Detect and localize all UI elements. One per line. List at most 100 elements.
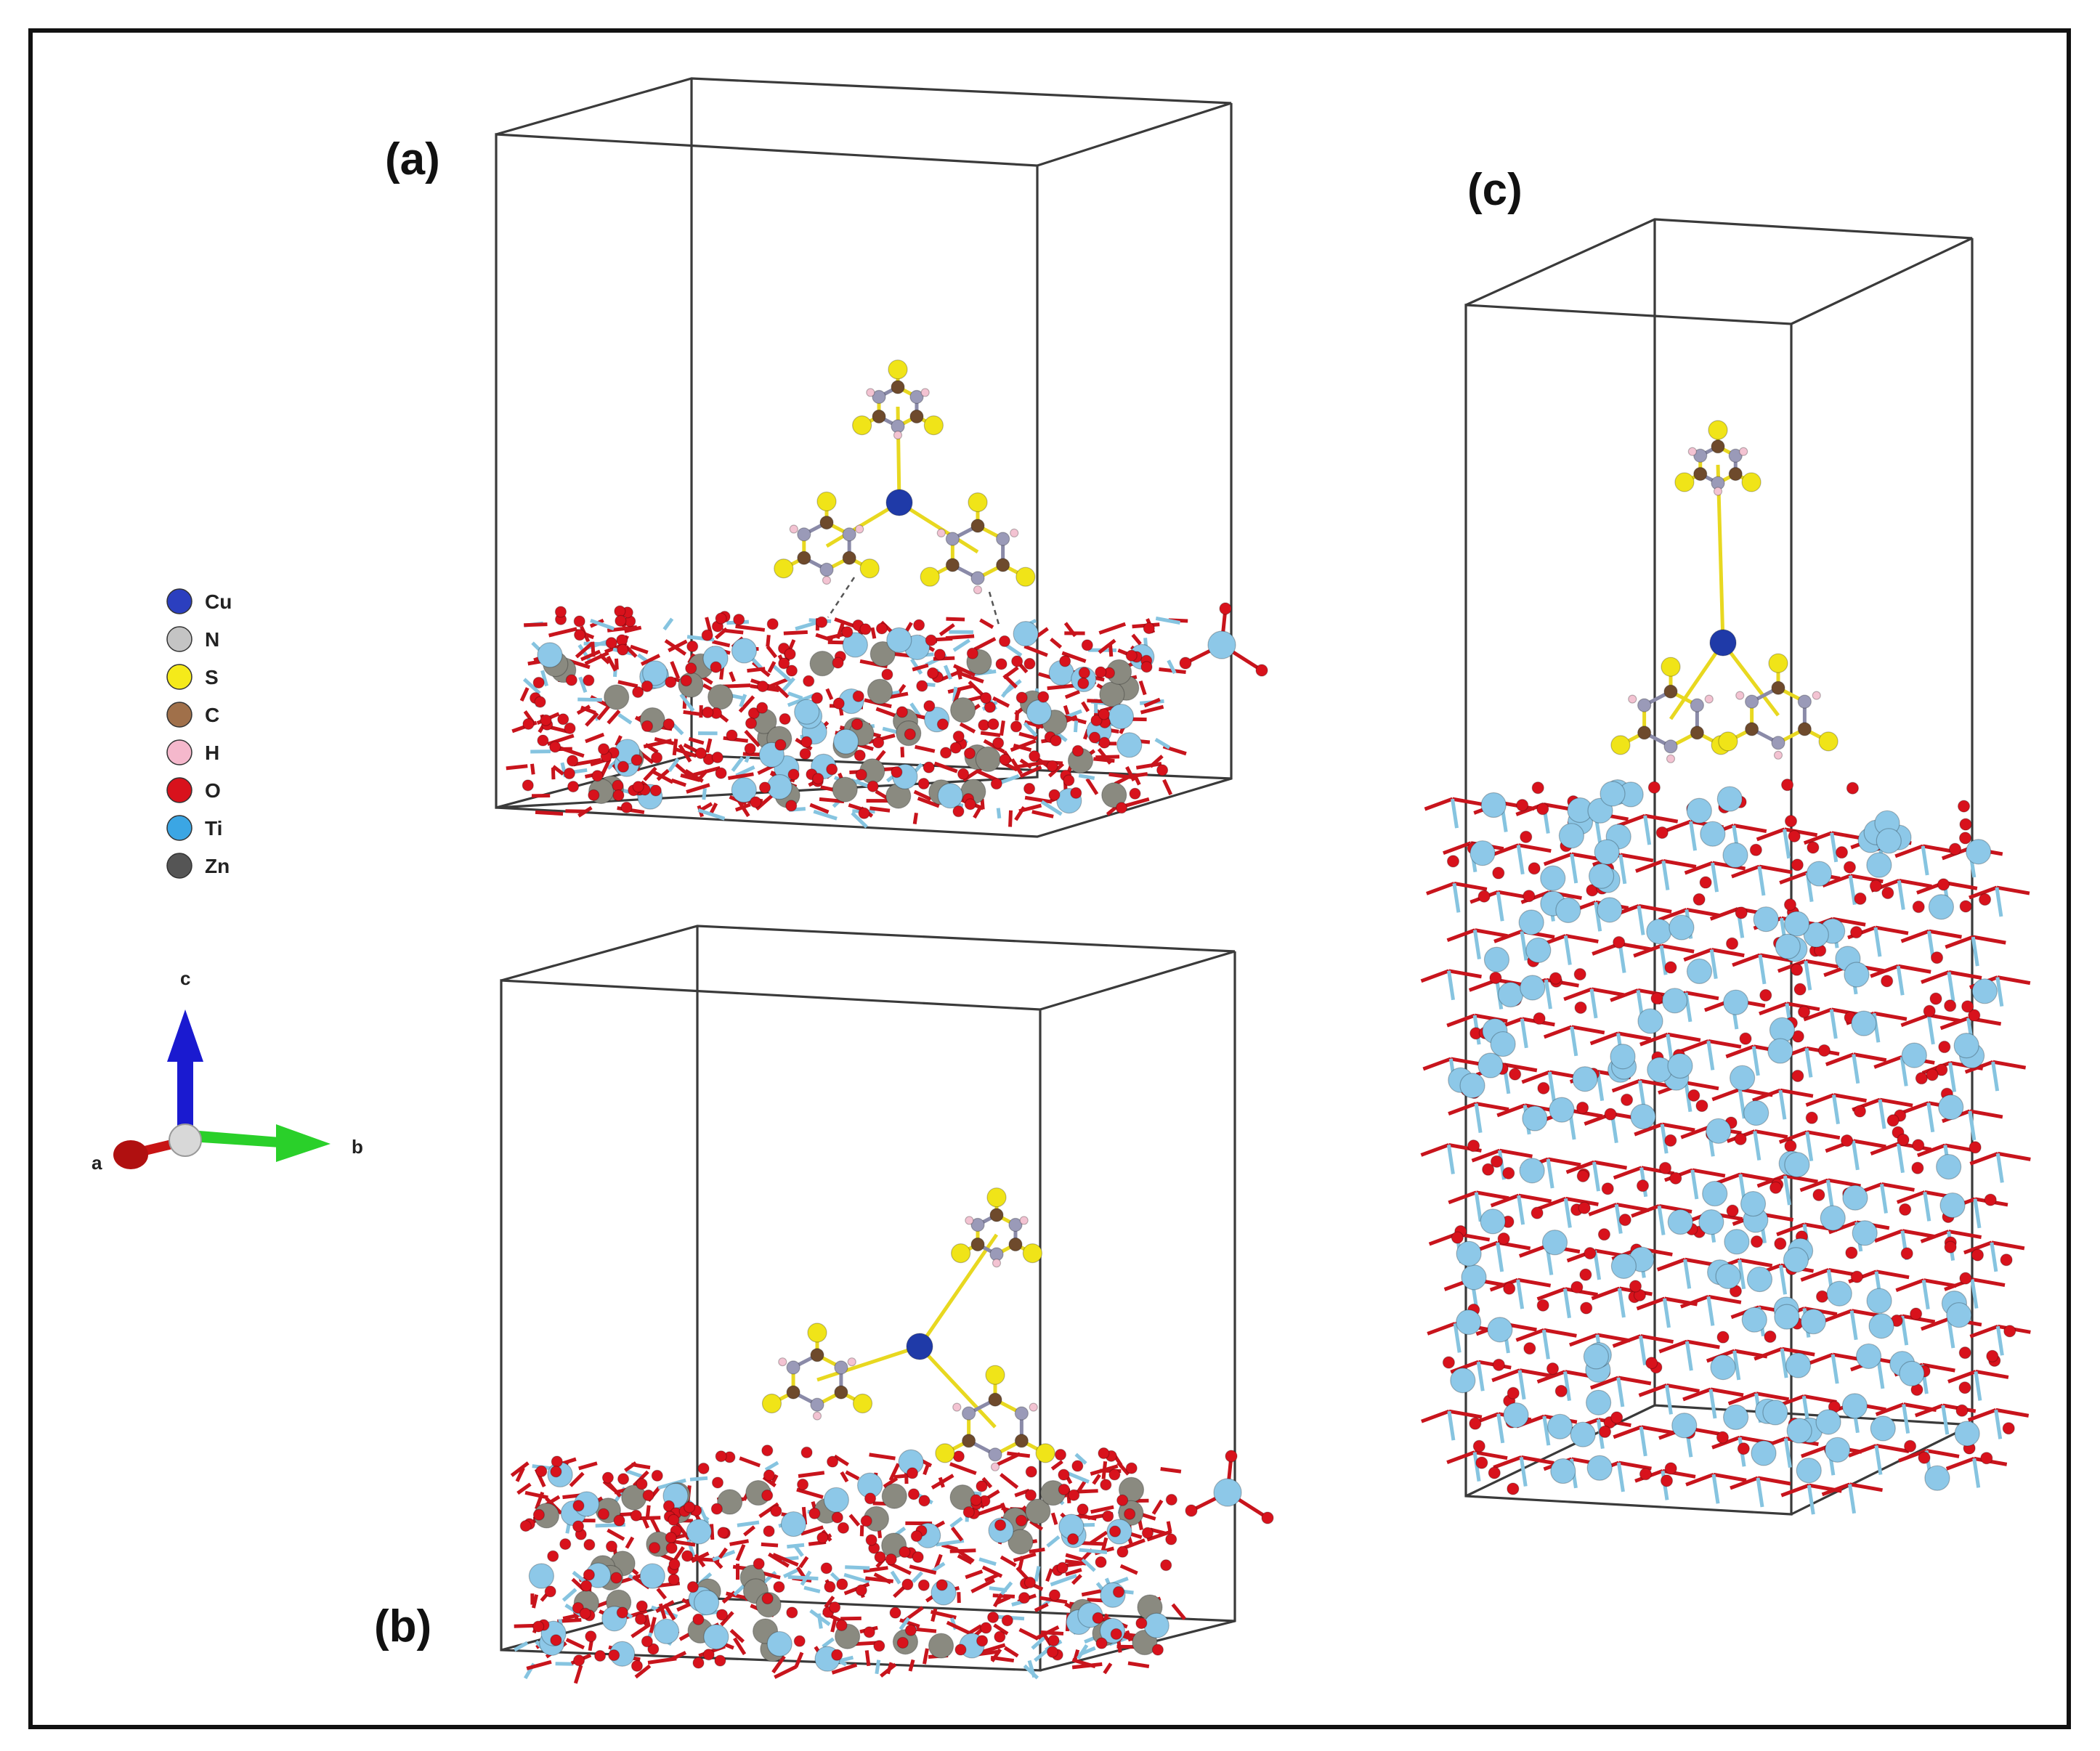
bond	[1921, 1280, 1930, 1310]
bond	[535, 810, 564, 816]
bond	[840, 1471, 849, 1483]
bond	[1754, 1129, 1788, 1139]
o-atom	[831, 1649, 843, 1661]
bond	[1657, 1206, 1666, 1235]
bond	[1081, 701, 1090, 712]
bond	[720, 1611, 734, 1627]
o-atom	[1926, 1068, 1939, 1081]
n-swatch	[166, 626, 192, 652]
c-swatch	[166, 702, 192, 728]
o-atom	[980, 1622, 992, 1634]
bond	[1116, 1461, 1130, 1476]
o-atom	[859, 623, 872, 635]
ti-atom	[1784, 1152, 1810, 1178]
bond	[984, 1572, 1000, 1583]
bond	[1709, 907, 1739, 921]
bond	[1754, 1346, 1783, 1361]
o-atom	[1957, 800, 1971, 813]
o-atom	[1903, 1439, 1917, 1453]
bond	[1124, 797, 1150, 808]
ti-atom	[1108, 703, 1135, 730]
o-atom	[998, 635, 1011, 648]
o-atom	[952, 730, 965, 743]
bond	[1446, 1145, 1455, 1174]
bond	[1970, 1279, 1979, 1309]
o-atom	[681, 1550, 694, 1562]
o-atom	[1854, 892, 1867, 905]
o-atom	[1749, 843, 1762, 856]
bond	[1853, 1052, 1887, 1063]
bond	[965, 1569, 984, 1580]
legend-item-o: O	[166, 777, 221, 803]
o-atom	[1067, 1533, 1079, 1545]
slab-c	[1420, 779, 2031, 1515]
bond	[615, 735, 623, 747]
o-atom	[564, 722, 576, 734]
o-atom	[1850, 1270, 1863, 1283]
bond	[1732, 1350, 1741, 1381]
c-atom	[1690, 726, 1704, 740]
o-atom	[1664, 1462, 1677, 1475]
c-atom	[996, 558, 1010, 572]
o-atom	[1116, 1545, 1129, 1558]
o-atom	[1610, 1411, 1623, 1424]
bond	[575, 641, 594, 659]
o-atom	[630, 1509, 642, 1522]
bond	[1851, 1140, 1860, 1171]
bond	[1778, 1130, 1808, 1145]
bond	[670, 1651, 687, 1661]
bond	[1971, 1277, 2006, 1288]
bond	[734, 803, 751, 812]
bond	[1454, 881, 1488, 891]
o-atom	[1546, 1362, 1560, 1376]
o-atom	[1692, 893, 1706, 906]
n-atom	[970, 571, 985, 585]
ti-atom	[1630, 1103, 1656, 1130]
bond	[869, 1453, 896, 1460]
panel-a: (a)	[385, 77, 1268, 838]
bond	[524, 1490, 548, 1500]
bond	[1896, 1190, 1926, 1204]
bond	[735, 765, 755, 778]
bond	[933, 761, 958, 773]
bond	[1073, 720, 1079, 733]
bond	[590, 618, 615, 631]
o-atom	[668, 1514, 680, 1526]
n-atom	[786, 1360, 800, 1375]
o-atom	[773, 1580, 785, 1593]
o-atom	[613, 1514, 625, 1527]
bond	[1776, 1222, 1805, 1237]
c-atom	[988, 1392, 1002, 1407]
bond	[1446, 928, 1476, 943]
bond	[686, 783, 710, 794]
o-atom	[1580, 1301, 1593, 1315]
o-atom	[1629, 1280, 1642, 1293]
o-atom	[1986, 1349, 1999, 1362]
c-atom	[872, 409, 886, 424]
o-atom	[796, 1478, 809, 1491]
bond	[668, 757, 680, 772]
bond	[1821, 1482, 1851, 1497]
bond	[1944, 880, 1978, 890]
bond	[1476, 1361, 1485, 1392]
bond	[1995, 977, 2004, 1007]
bond	[1475, 1102, 1509, 1112]
ti-atom	[528, 1563, 554, 1589]
bond	[1593, 1250, 1602, 1280]
bond	[739, 1456, 761, 1468]
bond	[548, 627, 577, 638]
bond	[771, 1655, 786, 1674]
o-atom	[1576, 1169, 1589, 1182]
c-atom	[834, 1385, 848, 1399]
o-atom	[566, 755, 579, 767]
axis-c-arrow	[167, 1009, 203, 1140]
o-atom	[1971, 1248, 1985, 1262]
o-atom	[692, 1657, 705, 1669]
bond	[530, 763, 535, 775]
ti-atom	[1456, 1309, 1482, 1336]
bond	[702, 788, 707, 800]
o-atom	[761, 1592, 774, 1605]
bond	[526, 1659, 552, 1670]
bond	[1759, 864, 1793, 874]
c-atom	[1711, 439, 1725, 454]
